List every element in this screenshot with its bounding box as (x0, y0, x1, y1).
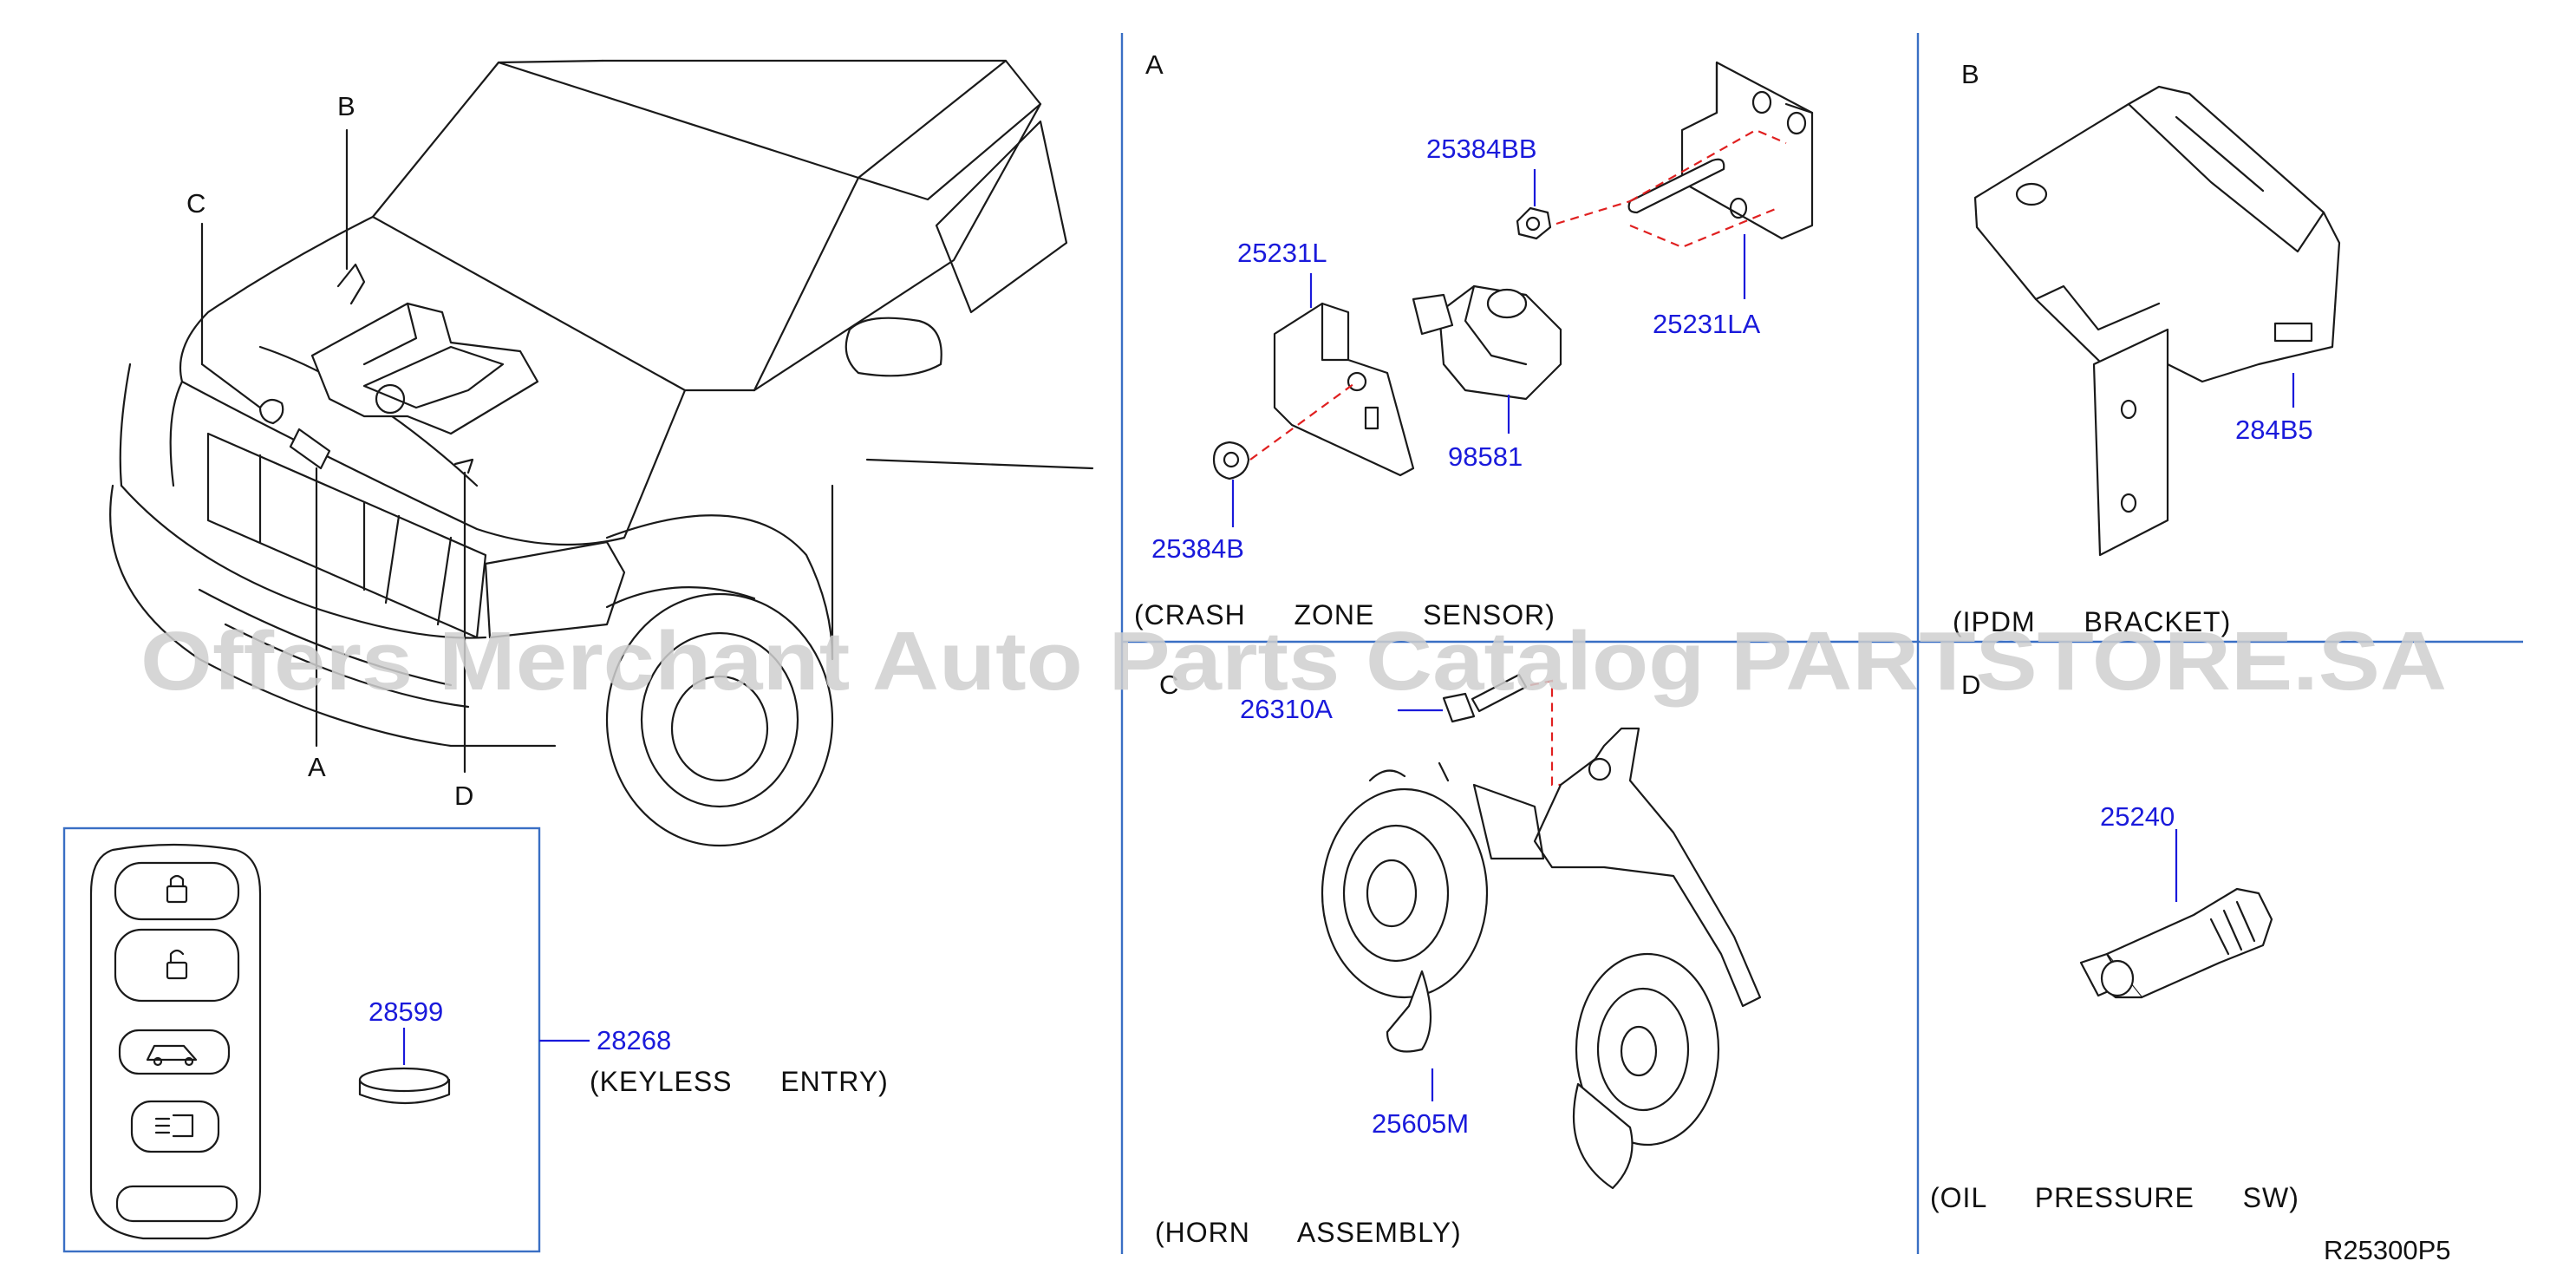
watermark: Offers Merchant Auto Parts Catalog PARTS… (140, 615, 2447, 708)
liftgate-icon (146, 1044, 198, 1067)
panel-letter-a: A (1145, 49, 1164, 80)
ipdm-bracket (1973, 85, 2341, 383)
callout-c: C (186, 188, 205, 219)
part-number-25231LA: 25231LA (1653, 309, 1760, 339)
panel-dividers (1120, 33, 2523, 1254)
liftgate-button (118, 1029, 231, 1075)
unlock-icon (166, 949, 188, 980)
callout-d: D (454, 781, 473, 811)
horn-bolt (1442, 673, 1528, 723)
panic-light-icon (154, 1114, 194, 1138)
keyless-entry-section: 28599 28268 (KEYLESS ENTRY) (62, 826, 889, 1253)
oil-pressure-switch (2079, 887, 2273, 999)
part-number-25240: 25240 (2100, 801, 2175, 832)
panel-a-crash-zone-sensor: A 25384BB 25231L (1134, 49, 1814, 630)
caption-horn-assembly: (HORN ASSEMBLY) (1155, 1217, 1462, 1248)
horn-bracket (1533, 727, 1762, 1008)
panel-letter-b: B (1961, 59, 1979, 89)
part-number-284B5: 284B5 (2235, 415, 2313, 445)
crash-sensor (1438, 284, 1562, 401)
part-number-28599: 28599 (368, 996, 443, 1027)
figure-code: R25300P5 (2324, 1235, 2451, 1265)
part-number-28268: 28268 (597, 1025, 671, 1055)
overview-callouts: B C A D (186, 91, 473, 811)
panel-b-ipdm-bracket: B 284B5 (IPDM BRACKET) (1953, 59, 2341, 637)
panel-d-oil-pressure-switch: D 25240 (OIL PRESSURE SW) R25300P5 (1930, 670, 2451, 1265)
panel-c-horn-assembly: C 26310A 25605M (HORN A (1155, 670, 1762, 1248)
panel-letter-d: D (1961, 670, 1980, 700)
panel-letter-c: C (1159, 670, 1178, 700)
lock-icon (166, 874, 188, 904)
caption-ipdm-bracket: (IPDM BRACKET) (1953, 606, 2231, 637)
caption-keyless-entry: (KEYLESS ENTRY) (590, 1066, 889, 1097)
caption-oil-pressure-sw: (OIL PRESSURE SW) (1930, 1182, 2299, 1213)
horn-lower (1572, 952, 1720, 1190)
callout-a: A (308, 752, 326, 782)
vehicle-overview (109, 59, 1094, 847)
part-number-25384B: 25384B (1151, 533, 1244, 564)
part-number-98581: 98581 (1448, 441, 1523, 472)
part-number-26310A: 26310A (1240, 694, 1333, 724)
horn-upper (1321, 761, 1489, 1053)
caption-crash-zone-sensor: (CRASH ZONE SENSOR) (1134, 599, 1555, 630)
callout-b: B (337, 91, 355, 121)
part-number-25605M: 25605M (1372, 1108, 1469, 1139)
part-number-25384BB: 25384BB (1426, 134, 1537, 164)
part-number-25231L: 25231L (1237, 238, 1327, 268)
panic-button (130, 1100, 220, 1153)
coin-battery (358, 1067, 451, 1105)
